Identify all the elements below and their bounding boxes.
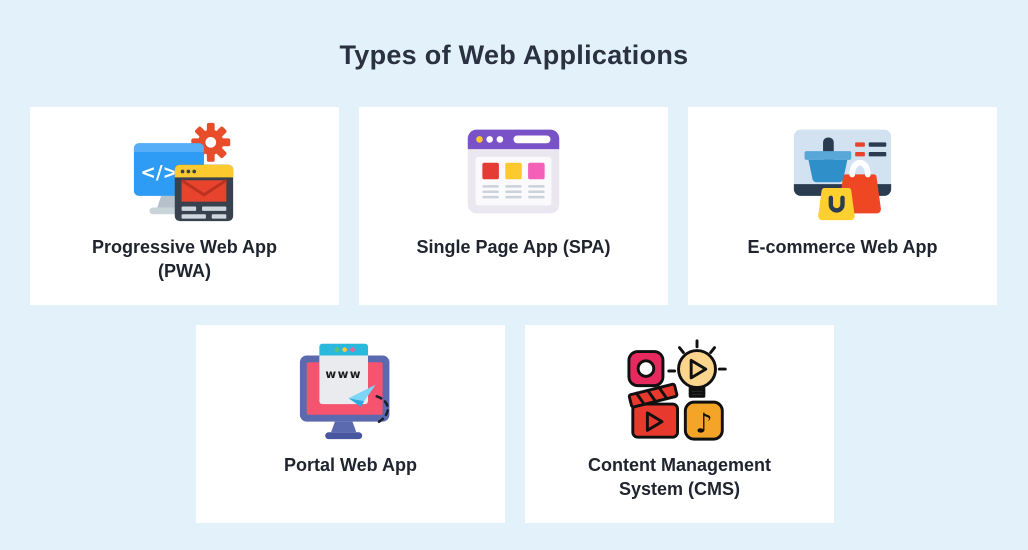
- card-label-spa: Single Page App (SPA): [416, 237, 611, 257]
- card-label-cms: Content Management System (CMS): [587, 455, 771, 500]
- card-cms: ♪ Content Management System (CMS): [525, 325, 834, 523]
- cms-icon-wrap: ♪: [621, 333, 738, 445]
- svg-text:</>: </>: [140, 162, 178, 183]
- card-label-portal: Portal Web App: [283, 455, 417, 475]
- card-portal-web-app: www Portal Web App: [196, 325, 505, 523]
- ecommerce-monitor-basket-bags-icon: [793, 129, 892, 220]
- pwa-code-monitor-gear-icon: </>: [133, 122, 234, 221]
- music-note-icon: ♪: [695, 408, 712, 439]
- card-progressive-web-app: </> Progressive Web App (PWA): [30, 107, 339, 305]
- spa-icon-wrap: [455, 115, 572, 227]
- card-single-page-app: Single Page App (SPA): [359, 107, 668, 305]
- card-label-ecommerce: E-commerce Web App: [747, 237, 938, 257]
- spa-browser-window-icon: [467, 129, 560, 213]
- pwa-icon-wrap: </>: [126, 115, 243, 227]
- ecommerce-icon-wrap: [784, 115, 901, 227]
- card-ecommerce-web-app: E-commerce Web App: [688, 107, 997, 305]
- portal-icon-wrap: www: [292, 333, 409, 445]
- www-label: www: [325, 366, 362, 380]
- portal-monitor-www-icon: www: [299, 343, 390, 439]
- cms-media-collage-icon: ♪: [627, 338, 727, 441]
- page-title: Types of Web Applications: [339, 40, 689, 70]
- card-label-pwa: Progressive Web App (PWA): [91, 237, 278, 282]
